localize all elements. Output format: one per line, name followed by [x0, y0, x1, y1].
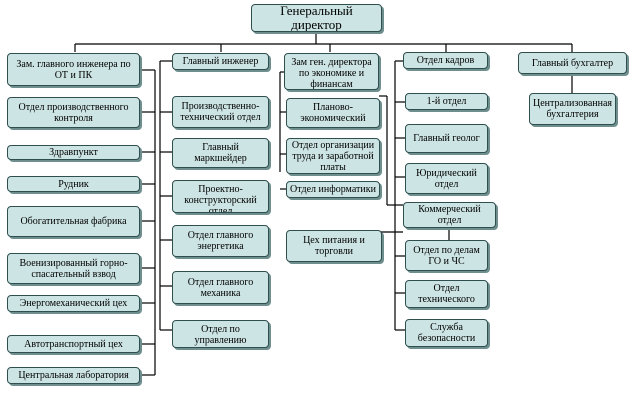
node-labor-org[interactable]: Отдел организации труда и заработной пла… [286, 138, 380, 174]
node-chief-power-engineer[interactable]: Отдел главного энергетика [172, 225, 269, 257]
node-label: Обогатительная фабрика [20, 216, 127, 227]
node-label: Отдел технического [418, 283, 475, 305]
node-central-accounting[interactable]: Централизованная бухгалтерия [529, 93, 616, 125]
node-label: Юридический отдел [416, 167, 477, 190]
node-security-service[interactable]: Служба безопасности [405, 319, 488, 347]
node-first-dept[interactable]: 1-й отдел [405, 93, 488, 110]
node-chief-accountant[interactable]: Главный бухгалтер [518, 52, 627, 74]
node-label: Главный геолог [413, 133, 480, 144]
node-design-dept[interactable]: Проектно-конструкторский отдел [172, 180, 269, 213]
node-label: 1-й отдел [426, 96, 467, 107]
node-chief-surveyor[interactable]: Главный маркшейдер [172, 138, 269, 168]
node-management-dept[interactable]: Отдел по управлению [172, 320, 269, 348]
node-label: Военизированный горно-спасательный взвод [19, 257, 128, 280]
node-label: Отдел главного энергетика [187, 230, 254, 252]
node-processing-plant[interactable]: Обогатительная фабрика [7, 206, 140, 237]
node-chief-engineer[interactable]: Главный инженер [172, 53, 269, 70]
node-label: Зам. главного инженера по ОТ и ПК [16, 58, 131, 81]
node-label: Отдел по управлению [194, 324, 247, 346]
node-civil-defense[interactable]: Отдел по делам ГО и ЧС [405, 240, 488, 271]
node-transport-shop[interactable]: Автотранспортный цех [7, 335, 140, 353]
node-label: Главный бухгалтер [531, 57, 614, 69]
node-label: Генеральный директор [280, 4, 353, 32]
node-planning-econ[interactable]: Планово-экономический [286, 98, 380, 128]
node-chief-mechanic[interactable]: Отдел главного механика [172, 271, 269, 304]
node-label: Рудник [58, 178, 89, 190]
node-label: Отдел по делам ГО и ЧС [413, 244, 480, 267]
node-label: Производственно-технический отдел [180, 101, 261, 123]
node-technical-dept[interactable]: Отдел технического [405, 280, 488, 308]
node-label: Цех питания и торговли [303, 235, 365, 257]
node-prod-tech-dept[interactable]: Производственно-технический отдел [172, 96, 269, 128]
node-label: Автотранспортный цех [24, 338, 123, 350]
node-label: Здравпункт [49, 147, 98, 158]
node-it-dept[interactable]: Отдел информатики [286, 181, 380, 198]
node-label: Зам ген. директора по экономике и финанс… [291, 57, 372, 90]
node-label: Отдел организации труда и заработной пла… [291, 139, 375, 173]
node-deputy-chief-engineer[interactable]: Зам. главного инженера по ОТ и ПК [7, 53, 140, 86]
node-label: Отдел производственного контроля [18, 101, 129, 124]
node-label: Проектно-конструкторский отдел [184, 184, 257, 213]
node-general-director[interactable]: Генеральный директор [251, 4, 382, 32]
node-label: Центральная лаборатория [18, 370, 129, 381]
node-rescue-platoon[interactable]: Военизированный горно-спасательный взвод [7, 253, 140, 284]
node-label: Планово-экономический [300, 102, 366, 124]
node-health-center[interactable]: Здравпункт [7, 145, 140, 160]
node-production-control[interactable]: Отдел производственного контроля [7, 97, 140, 128]
node-commercial-dept[interactable]: Коммерческий отдел [403, 202, 496, 228]
node-hr-dept[interactable]: Отдел кадров [403, 52, 488, 69]
node-mine[interactable]: Рудник [7, 176, 140, 192]
node-catering[interactable]: Цех питания и торговли [286, 230, 382, 262]
node-legal-dept[interactable]: Юридический отдел [405, 163, 488, 194]
node-label: Коммерческий отдел [418, 204, 481, 226]
node-label: Энергомеханический цех [19, 298, 128, 309]
node-chief-geologist[interactable]: Главный геолог [405, 124, 488, 153]
node-label: Главный маркшейдер [194, 142, 247, 164]
node-label: Главный инженер [182, 56, 259, 67]
node-label: Отдел главного механика [187, 276, 254, 299]
node-energy-mech-shop[interactable]: Энергомеханический цех [7, 295, 140, 312]
node-label: Отдел кадров [416, 55, 475, 66]
node-label: Отдел информатики [290, 184, 376, 195]
node-label: Централизованная бухгалтерия [532, 98, 613, 120]
node-deputy-economics[interactable]: Зам ген. директора по экономике и финанс… [284, 53, 379, 90]
node-label: Служба безопасности [417, 322, 476, 344]
node-central-lab[interactable]: Центральная лаборатория [7, 367, 140, 384]
